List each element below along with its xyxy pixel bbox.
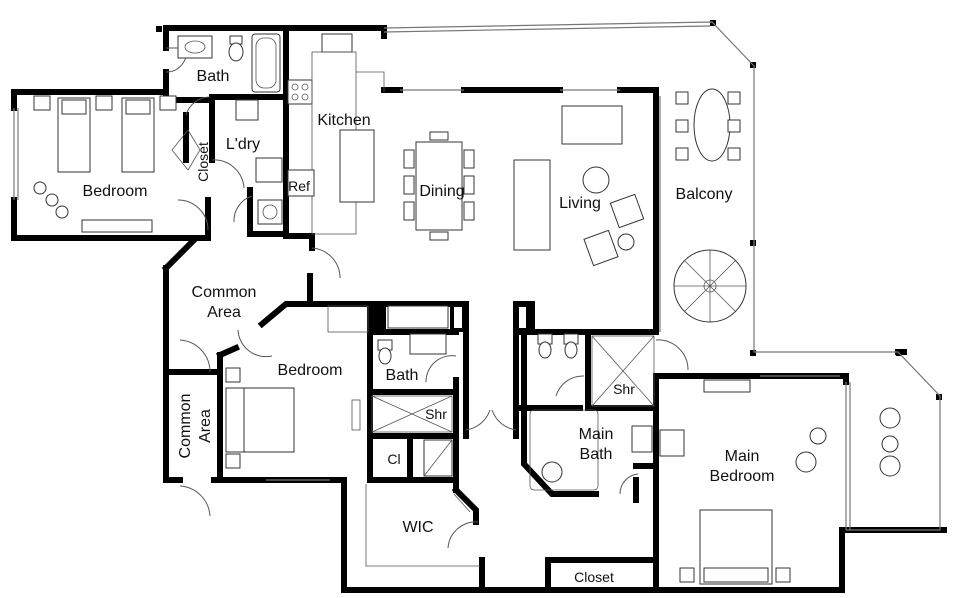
room-label-walk-in-closet: WIC (402, 519, 433, 536)
room-label-closet-small: Cl (387, 451, 400, 467)
room-label-shower-main: Shr (613, 381, 635, 397)
walls (11, 20, 947, 593)
room-label-common-area-upper-line2: Area (207, 304, 241, 321)
windows-and-railings (13, 21, 941, 531)
room-label-bedroom-center: Bedroom (278, 362, 343, 379)
room-label-bath-center: Bath (386, 367, 419, 384)
room-label-shower-center: Shr (425, 406, 447, 422)
room-labels: Bath Bedroom L'dry Closet Kitchen Ref Di… (83, 68, 775, 585)
room-label-common-area-lower-line2: Area (197, 409, 214, 443)
room-label-main-bath-line2: Bath (580, 446, 613, 463)
furniture (33, 33, 901, 585)
room-label-main-bath-line1: Main (579, 426, 614, 443)
room-label-kitchen: Kitchen (317, 112, 370, 129)
room-label-balcony: Balcony (676, 186, 733, 203)
room-label-common-area-lower-line1: Common (177, 394, 194, 459)
room-label-living: Living (559, 195, 601, 212)
room-label-bedroom-left: Bedroom (83, 183, 148, 200)
room-label-main-bedroom-line2: Bedroom (710, 468, 775, 485)
room-label-bath-top: Bath (197, 68, 230, 85)
room-label-refrigerator: Ref (288, 178, 310, 194)
room-label-closet-bottom: Closet (574, 569, 614, 585)
room-label-main-bedroom-line1: Main (725, 448, 760, 465)
room-label-dining: Dining (419, 183, 464, 200)
room-label-laundry: L'dry (226, 136, 260, 153)
room-label-common-area-upper-line1: Common (192, 284, 257, 301)
room-label-closet-left: Closet (195, 142, 211, 182)
